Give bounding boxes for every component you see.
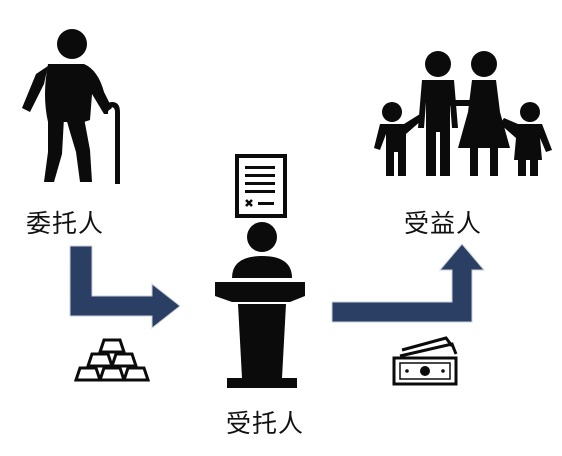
arrow-trustee-to-beneficiary (331, 243, 486, 323)
arrow-settlor-to-trustee (69, 245, 181, 330)
settlor-label: 委托人 (26, 209, 105, 238)
elderly-person-with-cane-icon (22, 29, 120, 184)
trustee-label: 受托人 (226, 409, 305, 438)
gold-bars-icon (73, 338, 151, 382)
contract-document-icon (235, 154, 287, 218)
person-at-podium-icon (215, 222, 305, 388)
banknote-icon (392, 336, 458, 386)
family-icon (374, 51, 552, 176)
beneficiary-label: 受益人 (404, 209, 483, 238)
